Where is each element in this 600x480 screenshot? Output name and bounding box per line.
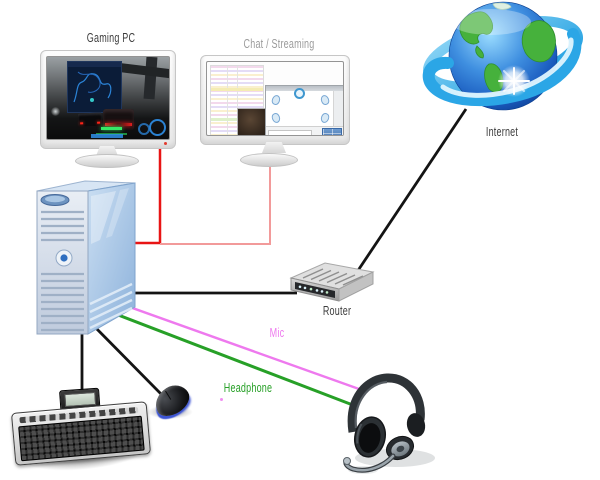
keyboard-keys xyxy=(18,415,145,462)
game-bridge-pillar xyxy=(143,57,158,100)
cable-headphone xyxy=(112,311,359,409)
webcam-glyph xyxy=(319,111,331,125)
webcam-glyph xyxy=(270,111,282,125)
router-vent-slats xyxy=(302,268,364,286)
game-hud-left xyxy=(51,107,60,116)
game-car-center xyxy=(103,109,134,130)
cable-mic xyxy=(123,303,360,391)
app-logo xyxy=(294,88,305,99)
router-leds xyxy=(298,285,329,294)
webcam-glyph xyxy=(319,93,331,107)
mouse-button-split xyxy=(164,390,172,401)
gaming-monitor-screen xyxy=(46,56,170,140)
label-chat-streaming: Chat / Streaming xyxy=(243,37,315,51)
monitor-stand-neck xyxy=(262,142,286,153)
chat-highlight-row xyxy=(211,88,263,91)
game-gauge-small xyxy=(138,123,150,135)
game-minimap-header xyxy=(68,62,121,67)
headset-icon xyxy=(343,373,435,474)
power-led xyxy=(164,142,167,145)
game-car-taillights xyxy=(105,123,132,126)
game-car-left xyxy=(77,112,103,127)
label-router: Router xyxy=(322,304,352,318)
app-titlebar xyxy=(266,86,343,91)
pc-tower-icon xyxy=(36,180,136,335)
game-minimap-roads xyxy=(73,71,112,103)
cable-chat-monitor-video xyxy=(160,158,271,245)
gaming-monitor-frame xyxy=(40,50,176,149)
streaming-app-window xyxy=(265,85,343,135)
monitor-gaming-icon xyxy=(40,50,176,168)
mic-tip xyxy=(343,457,351,465)
video-thumbnail xyxy=(237,108,270,135)
chat-monitor-screen xyxy=(206,61,344,136)
webcam-glyph xyxy=(270,93,282,107)
chat-monitor-frame xyxy=(200,55,350,145)
app-text-input xyxy=(268,130,312,135)
label-gaming-pc: Gaming PC xyxy=(86,31,136,45)
globe-continents xyxy=(459,2,556,93)
app-side-rail xyxy=(333,91,343,127)
cable-tower-to-mouse xyxy=(87,319,165,398)
monitor-streaming-icon xyxy=(200,55,350,168)
game-bridge-deck xyxy=(114,62,169,79)
monitor-stand-base xyxy=(75,154,139,168)
internet-globe-icon xyxy=(422,1,583,111)
label-internet: Internet xyxy=(485,125,519,139)
game-gauge xyxy=(149,119,166,136)
router-icon xyxy=(289,262,375,302)
stray-dot xyxy=(220,398,223,401)
headset-earcup-back xyxy=(406,413,426,437)
cable-router-to-internet xyxy=(355,108,468,273)
router-front-panel xyxy=(295,282,335,298)
tower-vents xyxy=(41,210,84,332)
globe-ring-front xyxy=(422,28,582,107)
app-button-grid xyxy=(322,128,342,135)
game-minimap xyxy=(67,61,122,113)
monitor-stand-neck xyxy=(96,146,118,156)
tower-side-stripes xyxy=(89,282,133,330)
app-bottom-bar xyxy=(266,126,343,135)
headset-earcup-left xyxy=(353,416,387,458)
headset-headband xyxy=(347,373,425,433)
game-bottom-banner xyxy=(91,134,123,138)
label-mic: Mic xyxy=(269,326,285,340)
label-headphone: Headphone xyxy=(223,381,273,395)
keyboard-lcd-screen xyxy=(64,391,97,408)
monitor-stand-base xyxy=(240,153,298,167)
